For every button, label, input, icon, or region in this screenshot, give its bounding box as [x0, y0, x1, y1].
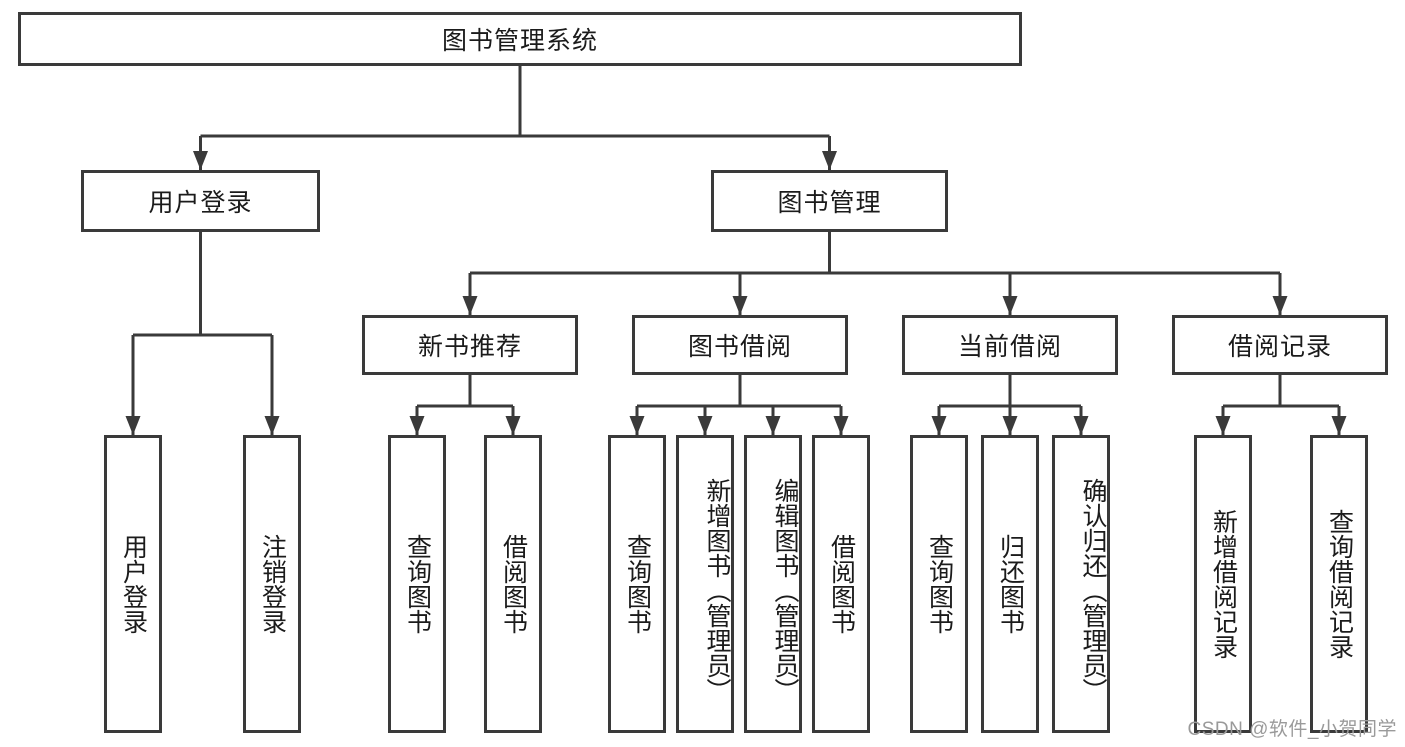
arrowhead-icon [1002, 296, 1018, 315]
node-leaf-borrow-book-1[interactable]: 借阅图书 [484, 435, 542, 733]
node-label-current-borrow: 当前借阅 [957, 333, 1062, 361]
node-label-leaf-query-book-3: 查询图书 [925, 534, 954, 634]
node-leaf-query-record[interactable]: 查询借阅记录 [1310, 435, 1368, 733]
arrowhead-icon [264, 416, 280, 435]
node-current-borrow[interactable]: 当前借阅 [902, 315, 1118, 375]
node-user-login[interactable]: 用户登录 [81, 170, 320, 232]
arrowhead-icon [505, 416, 521, 435]
node-label-root: 图书管理系统 [441, 27, 598, 55]
arrowhead-icon [409, 416, 425, 435]
arrowhead-icon [1002, 416, 1018, 435]
node-label-new-book-rec: 新书推荐 [417, 333, 522, 361]
node-label-leaf-borrow-book-1: 借阅图书 [499, 534, 528, 634]
node-label-leaf-add-book: 新增图书（管理员） [703, 477, 731, 703]
arrowhead-icon [833, 416, 849, 435]
node-leaf-add-book[interactable]: 新增图书（管理员） [676, 435, 734, 733]
node-leaf-add-record[interactable]: 新增借阅记录 [1194, 435, 1252, 733]
node-label-book-borrow: 图书借阅 [687, 333, 792, 361]
node-leaf-confirm-return[interactable]: 确认归还（管理员） [1052, 435, 1110, 733]
node-leaf-query-book-2[interactable]: 查询图书 [608, 435, 666, 733]
node-book-manage[interactable]: 图书管理 [711, 170, 948, 232]
arrowhead-icon [1272, 296, 1288, 315]
arrowhead-icon [822, 151, 837, 170]
node-label-leaf-borrow-book-2: 借阅图书 [827, 534, 856, 634]
arrowhead-icon [697, 416, 713, 435]
node-label-leaf-edit-book: 编辑图书（管理员） [771, 477, 799, 703]
arrowhead-icon [1073, 416, 1089, 435]
arrowhead-icon [462, 296, 478, 315]
node-label-leaf-query-book-2: 查询图书 [623, 534, 652, 634]
node-label-leaf-query-book-1: 查询图书 [403, 534, 432, 634]
node-leaf-edit-book[interactable]: 编辑图书（管理员） [744, 435, 802, 733]
arrowhead-icon [629, 416, 645, 435]
node-label-book-manage: 图书管理 [777, 189, 882, 217]
node-leaf-query-book-1[interactable]: 查询图书 [388, 435, 446, 733]
arrowhead-icon [193, 151, 208, 170]
node-label-leaf-add-record: 新增借阅记录 [1209, 509, 1238, 659]
node-label-leaf-user-logout: 注销登录 [258, 534, 287, 634]
node-borrow-record[interactable]: 借阅记录 [1172, 315, 1388, 375]
arrowhead-icon [931, 416, 947, 435]
node-label-leaf-user-login: 用户登录 [119, 534, 148, 634]
node-label-leaf-query-record: 查询借阅记录 [1325, 509, 1354, 659]
node-leaf-borrow-book-2[interactable]: 借阅图书 [812, 435, 870, 733]
node-leaf-user-logout[interactable]: 注销登录 [243, 435, 301, 733]
arrowhead-icon [125, 416, 141, 435]
node-leaf-user-login[interactable]: 用户登录 [104, 435, 162, 733]
csdn-watermark: CSDN @软件_小贺同学 [1187, 719, 1397, 740]
node-label-leaf-confirm-return: 确认归还（管理员） [1079, 477, 1107, 703]
arrowhead-icon [1331, 416, 1347, 435]
node-label-borrow-record: 借阅记录 [1227, 333, 1332, 361]
node-label-user-login: 用户登录 [148, 189, 253, 217]
node-book-borrow[interactable]: 图书借阅 [632, 315, 848, 375]
node-leaf-return-book[interactable]: 归还图书 [981, 435, 1039, 733]
arrowhead-icon [732, 296, 748, 315]
node-root[interactable]: 图书管理系统 [18, 12, 1022, 66]
node-leaf-query-book-3[interactable]: 查询图书 [910, 435, 968, 733]
arrowhead-icon [1215, 416, 1231, 435]
node-new-book-rec[interactable]: 新书推荐 [362, 315, 578, 375]
arrowhead-icon [765, 416, 781, 435]
node-label-leaf-return-book: 归还图书 [996, 534, 1025, 634]
